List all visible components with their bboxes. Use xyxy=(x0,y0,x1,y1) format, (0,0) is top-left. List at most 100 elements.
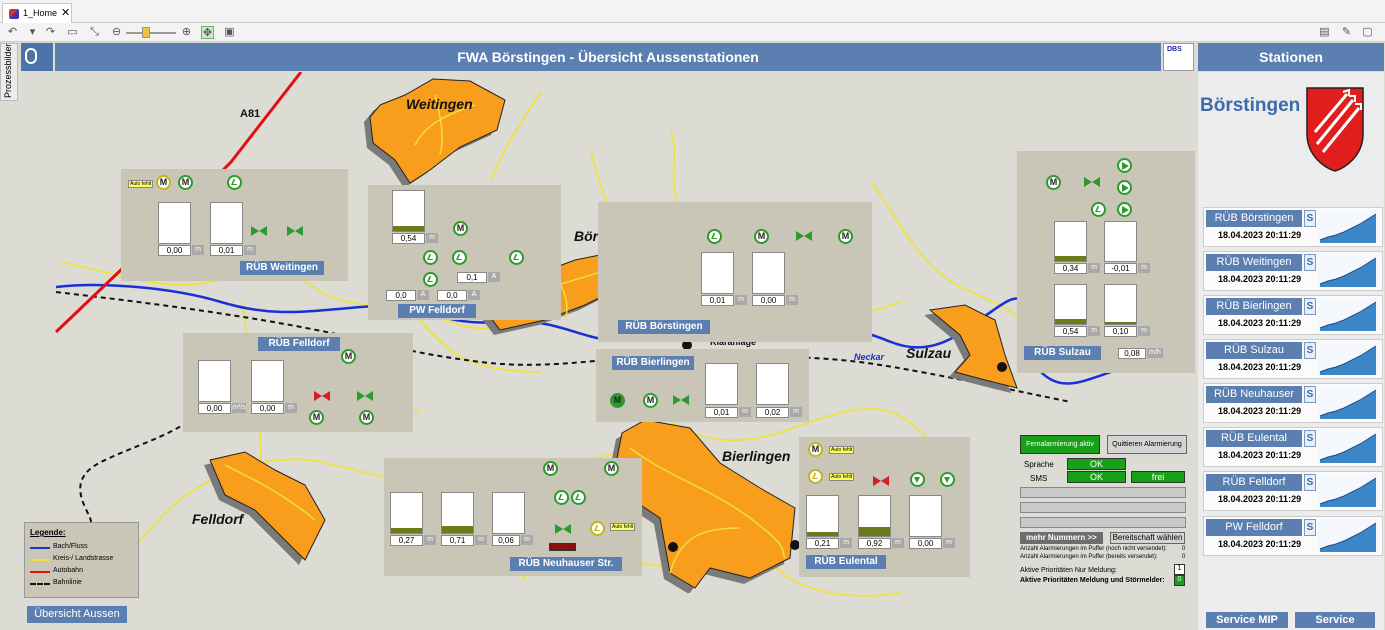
station-s-button[interactable]: S xyxy=(1304,474,1316,491)
zoom-in-icon[interactable]: ⊕ xyxy=(181,26,192,38)
station-label-felldorf[interactable]: RÜB Felldorf xyxy=(258,337,340,351)
pump-icon[interactable] xyxy=(423,272,438,287)
station-s-button[interactable]: S xyxy=(1304,386,1316,403)
undo-icon[interactable]: ↶ xyxy=(7,26,18,38)
pump-icon[interactable] xyxy=(227,175,242,190)
trend-chart-icon[interactable] xyxy=(1318,519,1380,552)
pump-icon[interactable] xyxy=(1117,180,1132,195)
close-icon[interactable]: ✕ xyxy=(61,7,71,19)
station-name-button[interactable]: RÜB Felldorf xyxy=(1206,474,1302,491)
trend-chart-icon[interactable] xyxy=(1318,474,1380,507)
present-icon[interactable]: ▣ xyxy=(224,26,235,38)
motor-icon[interactable]: M xyxy=(309,410,324,425)
redo-icon[interactable]: ↷ xyxy=(45,26,56,38)
station-s-button[interactable]: S xyxy=(1304,342,1316,359)
pump-icon[interactable] xyxy=(571,490,586,505)
station-name-button[interactable]: RÜB Sulzau xyxy=(1206,342,1302,359)
pump-icon[interactable] xyxy=(1091,202,1106,217)
motor-icon[interactable]: M xyxy=(838,229,853,244)
motor-icon[interactable]: M xyxy=(754,229,769,244)
zoom-slider-thumb[interactable] xyxy=(142,27,150,38)
trend-chart-icon[interactable] xyxy=(1318,342,1380,375)
pump-icon[interactable] xyxy=(554,490,569,505)
pump-icon[interactable] xyxy=(910,472,925,487)
valve-icon[interactable] xyxy=(672,393,690,407)
pump-icon[interactable] xyxy=(590,521,605,536)
service-button[interactable]: Service xyxy=(1295,612,1375,628)
quittieren-button[interactable]: Quittieren Alarmierung xyxy=(1107,435,1187,454)
pump-icon[interactable] xyxy=(940,472,955,487)
window-icon[interactable]: ▢ xyxy=(1362,26,1373,38)
trend-chart-icon[interactable] xyxy=(1318,210,1380,243)
station-label-eulental[interactable]: RÜB Eulental xyxy=(806,555,886,569)
station-label-neuhauser[interactable]: RÜB Neuhauser Str. xyxy=(510,557,622,571)
station-name-button[interactable]: RÜB Weitingen xyxy=(1206,254,1302,271)
pin-icon[interactable]: ✎ xyxy=(1341,26,1352,38)
mehr-nummern-button[interactable]: mehr Nummern >> xyxy=(1020,532,1103,544)
screenshot-icon[interactable]: ▤ xyxy=(1319,26,1330,38)
motor-icon[interactable]: M xyxy=(1046,175,1061,190)
print-icon[interactable]: ▭ xyxy=(67,26,78,38)
pump-icon[interactable] xyxy=(707,229,722,244)
pan-icon[interactable]: ✥ xyxy=(201,26,214,39)
station-s-button[interactable]: S xyxy=(1304,298,1316,315)
pump-icon[interactable] xyxy=(452,250,467,265)
motor-icon[interactable]: M xyxy=(178,175,193,190)
trend-chart-icon[interactable] xyxy=(1318,298,1380,331)
pump-icon[interactable] xyxy=(1117,158,1132,173)
pump-icon[interactable] xyxy=(509,250,524,265)
station-s-button[interactable]: S xyxy=(1304,210,1316,227)
valve-icon[interactable] xyxy=(313,389,331,403)
side-tab-prozessbilder[interactable]: Prozessbilder xyxy=(0,43,18,101)
station-name-button[interactable]: RÜB Eulental xyxy=(1206,430,1302,447)
trend-chart-icon[interactable] xyxy=(1318,386,1380,419)
station-s-button[interactable]: S xyxy=(1304,254,1316,271)
tab-home[interactable]: 1_Home ✕ xyxy=(2,3,72,23)
dropdown-icon[interactable]: ▾ xyxy=(29,26,36,38)
motor-icon[interactable]: M xyxy=(808,442,823,457)
station-s-button[interactable]: S xyxy=(1304,519,1316,536)
zoom-slider[interactable] xyxy=(126,32,176,34)
motor-icon[interactable]: M xyxy=(156,175,171,190)
valve-icon[interactable] xyxy=(1083,175,1101,189)
valve-icon[interactable] xyxy=(250,224,268,238)
station-label-pw-felldorf[interactable]: PW Felldorf xyxy=(398,304,476,318)
station-s-button[interactable]: S xyxy=(1304,430,1316,447)
fernalarmierung-button[interactable]: Fernalarmierung aktiv xyxy=(1020,435,1100,454)
station-label-bierlingen[interactable]: RÜB Bierlingen xyxy=(612,356,694,370)
valve-icon[interactable] xyxy=(286,224,304,238)
station-label-weitingen[interactable]: RÜB Weitingen xyxy=(240,261,324,275)
fit-icon[interactable]: ⤡ xyxy=(90,26,99,38)
station-label-borstingen[interactable]: RÜB Börstingen xyxy=(618,320,710,334)
valve-icon[interactable] xyxy=(554,522,572,536)
motor-icon[interactable]: M xyxy=(643,393,658,408)
trend-chart-icon[interactable] xyxy=(1318,430,1380,463)
station-name-button[interactable]: PW Felldorf xyxy=(1206,519,1302,536)
valve-icon[interactable] xyxy=(872,474,890,488)
valve-icon[interactable] xyxy=(356,389,374,403)
valve-icon[interactable] xyxy=(795,229,813,243)
station-name-button[interactable]: RÜB Bierlingen xyxy=(1206,298,1302,315)
station-name-button[interactable]: RÜB Neuhauser Str xyxy=(1206,386,1302,417)
uebersicht-aussen-button[interactable]: Übersicht Aussen xyxy=(27,606,127,623)
service-mip-button[interactable]: Service MIP xyxy=(1206,612,1288,628)
motor-icon[interactable]: M xyxy=(604,461,619,476)
bereitschaft-button[interactable]: Bereitschaft wählen xyxy=(1110,532,1185,544)
zoom-out-icon[interactable]: ⊖ xyxy=(111,26,122,38)
motor-icon[interactable]: M xyxy=(543,461,558,476)
pump-icon[interactable] xyxy=(808,469,823,484)
motor-icon[interactable]: M xyxy=(359,410,374,425)
pump-icon[interactable] xyxy=(423,250,438,265)
trend-chart-icon[interactable] xyxy=(1318,254,1380,287)
station-name-button[interactable]: RÜB Börstingen xyxy=(1206,210,1302,227)
motor-icon[interactable]: M xyxy=(341,349,356,364)
motor-icon[interactable]: M xyxy=(610,393,625,408)
